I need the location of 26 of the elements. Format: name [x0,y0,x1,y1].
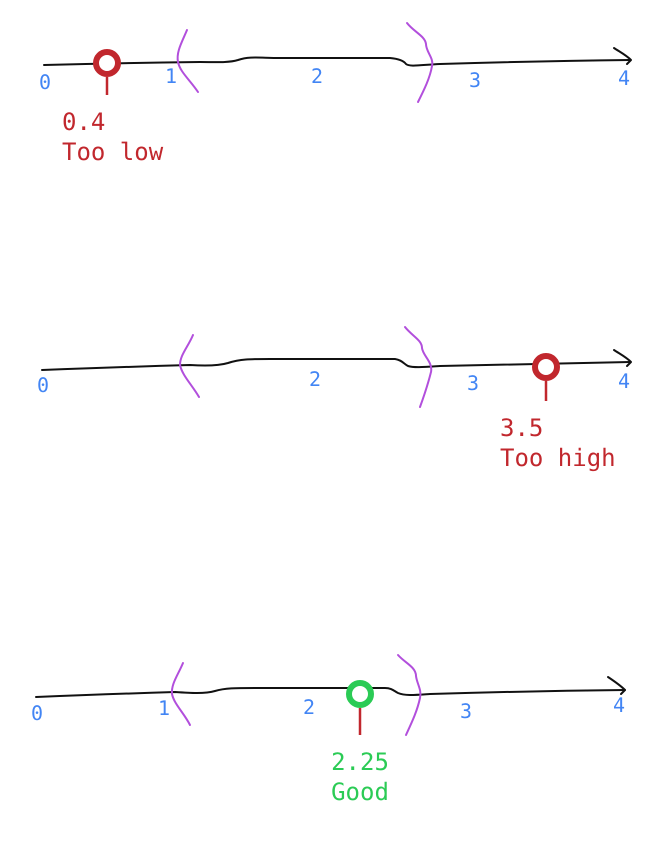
ring-marker [93,49,121,77]
verdict-label: Too low [62,137,164,167]
tick-label: 4 [612,695,626,715]
tick-label: 0 [38,72,52,92]
ring-marker [532,353,560,381]
ring-marker [346,680,374,708]
value-label: 3.5 [500,413,544,443]
value-label: 2.25 [331,747,389,777]
tick-label: 4 [618,68,630,88]
tick-label: 2 [308,369,322,389]
tick-label: 2 [310,66,324,86]
tick-label: 4 [618,371,630,391]
tick-label: 3 [460,701,472,721]
verdict-label: Too high [500,443,616,473]
value-label: 0.4 [62,107,106,137]
leader-line [358,708,362,735]
verdict-label: Good [331,777,389,807]
tick-label: 3 [468,70,482,90]
tick-label: 3 [466,373,480,393]
tick-label: 0 [30,703,44,723]
tick-label: 2 [302,697,316,717]
leader-line [106,77,108,95]
leader-line [544,381,548,401]
tick-label: 0 [36,375,50,395]
tick-label: 1 [158,698,170,718]
tick-label: 1 [164,66,178,86]
